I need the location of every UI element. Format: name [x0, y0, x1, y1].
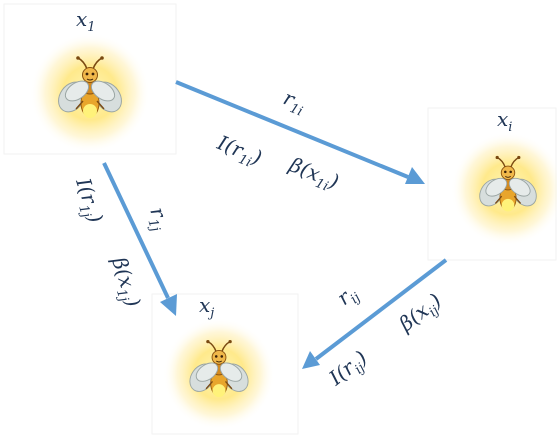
arrow-head — [405, 167, 425, 184]
edge-intensity-label: I(r1j) — [67, 174, 108, 227]
edge-distance-label: r1i — [279, 85, 310, 119]
edge-distance-label: r1j — [141, 204, 174, 233]
edge-attractiveness-label: β(x1i) — [284, 152, 343, 197]
arrow-shaft — [175, 80, 409, 179]
arrow-head — [302, 351, 320, 369]
arrow-shaft — [314, 258, 448, 361]
node-label-xi: xi — [497, 107, 512, 135]
firefly-node-xj: xj — [151, 293, 299, 435]
edge-distance-label: rij — [332, 280, 363, 313]
edge-intensity-label: I(r1i) — [212, 130, 266, 173]
edge-x1-to-xj: r1j I(r1j) β(x1j) — [67, 162, 177, 316]
edge-intensity-label: I(rij) — [324, 346, 375, 394]
arrow-shaft — [102, 162, 170, 299]
edge-xi-to-xj: rij I(rij) β(xij) — [302, 258, 448, 394]
node-label-x1: x1 — [76, 7, 96, 35]
firefly-node-x1: x1 — [3, 3, 177, 155]
node-label-xj: xj — [199, 293, 214, 321]
arrow-head — [160, 294, 177, 316]
firefly-node-xi: xi — [427, 107, 557, 261]
edge-x1-to-xi: r1i I(r1i) β(x1i) — [175, 80, 425, 197]
edge-attractiveness-label: β(x1j) — [103, 253, 146, 311]
